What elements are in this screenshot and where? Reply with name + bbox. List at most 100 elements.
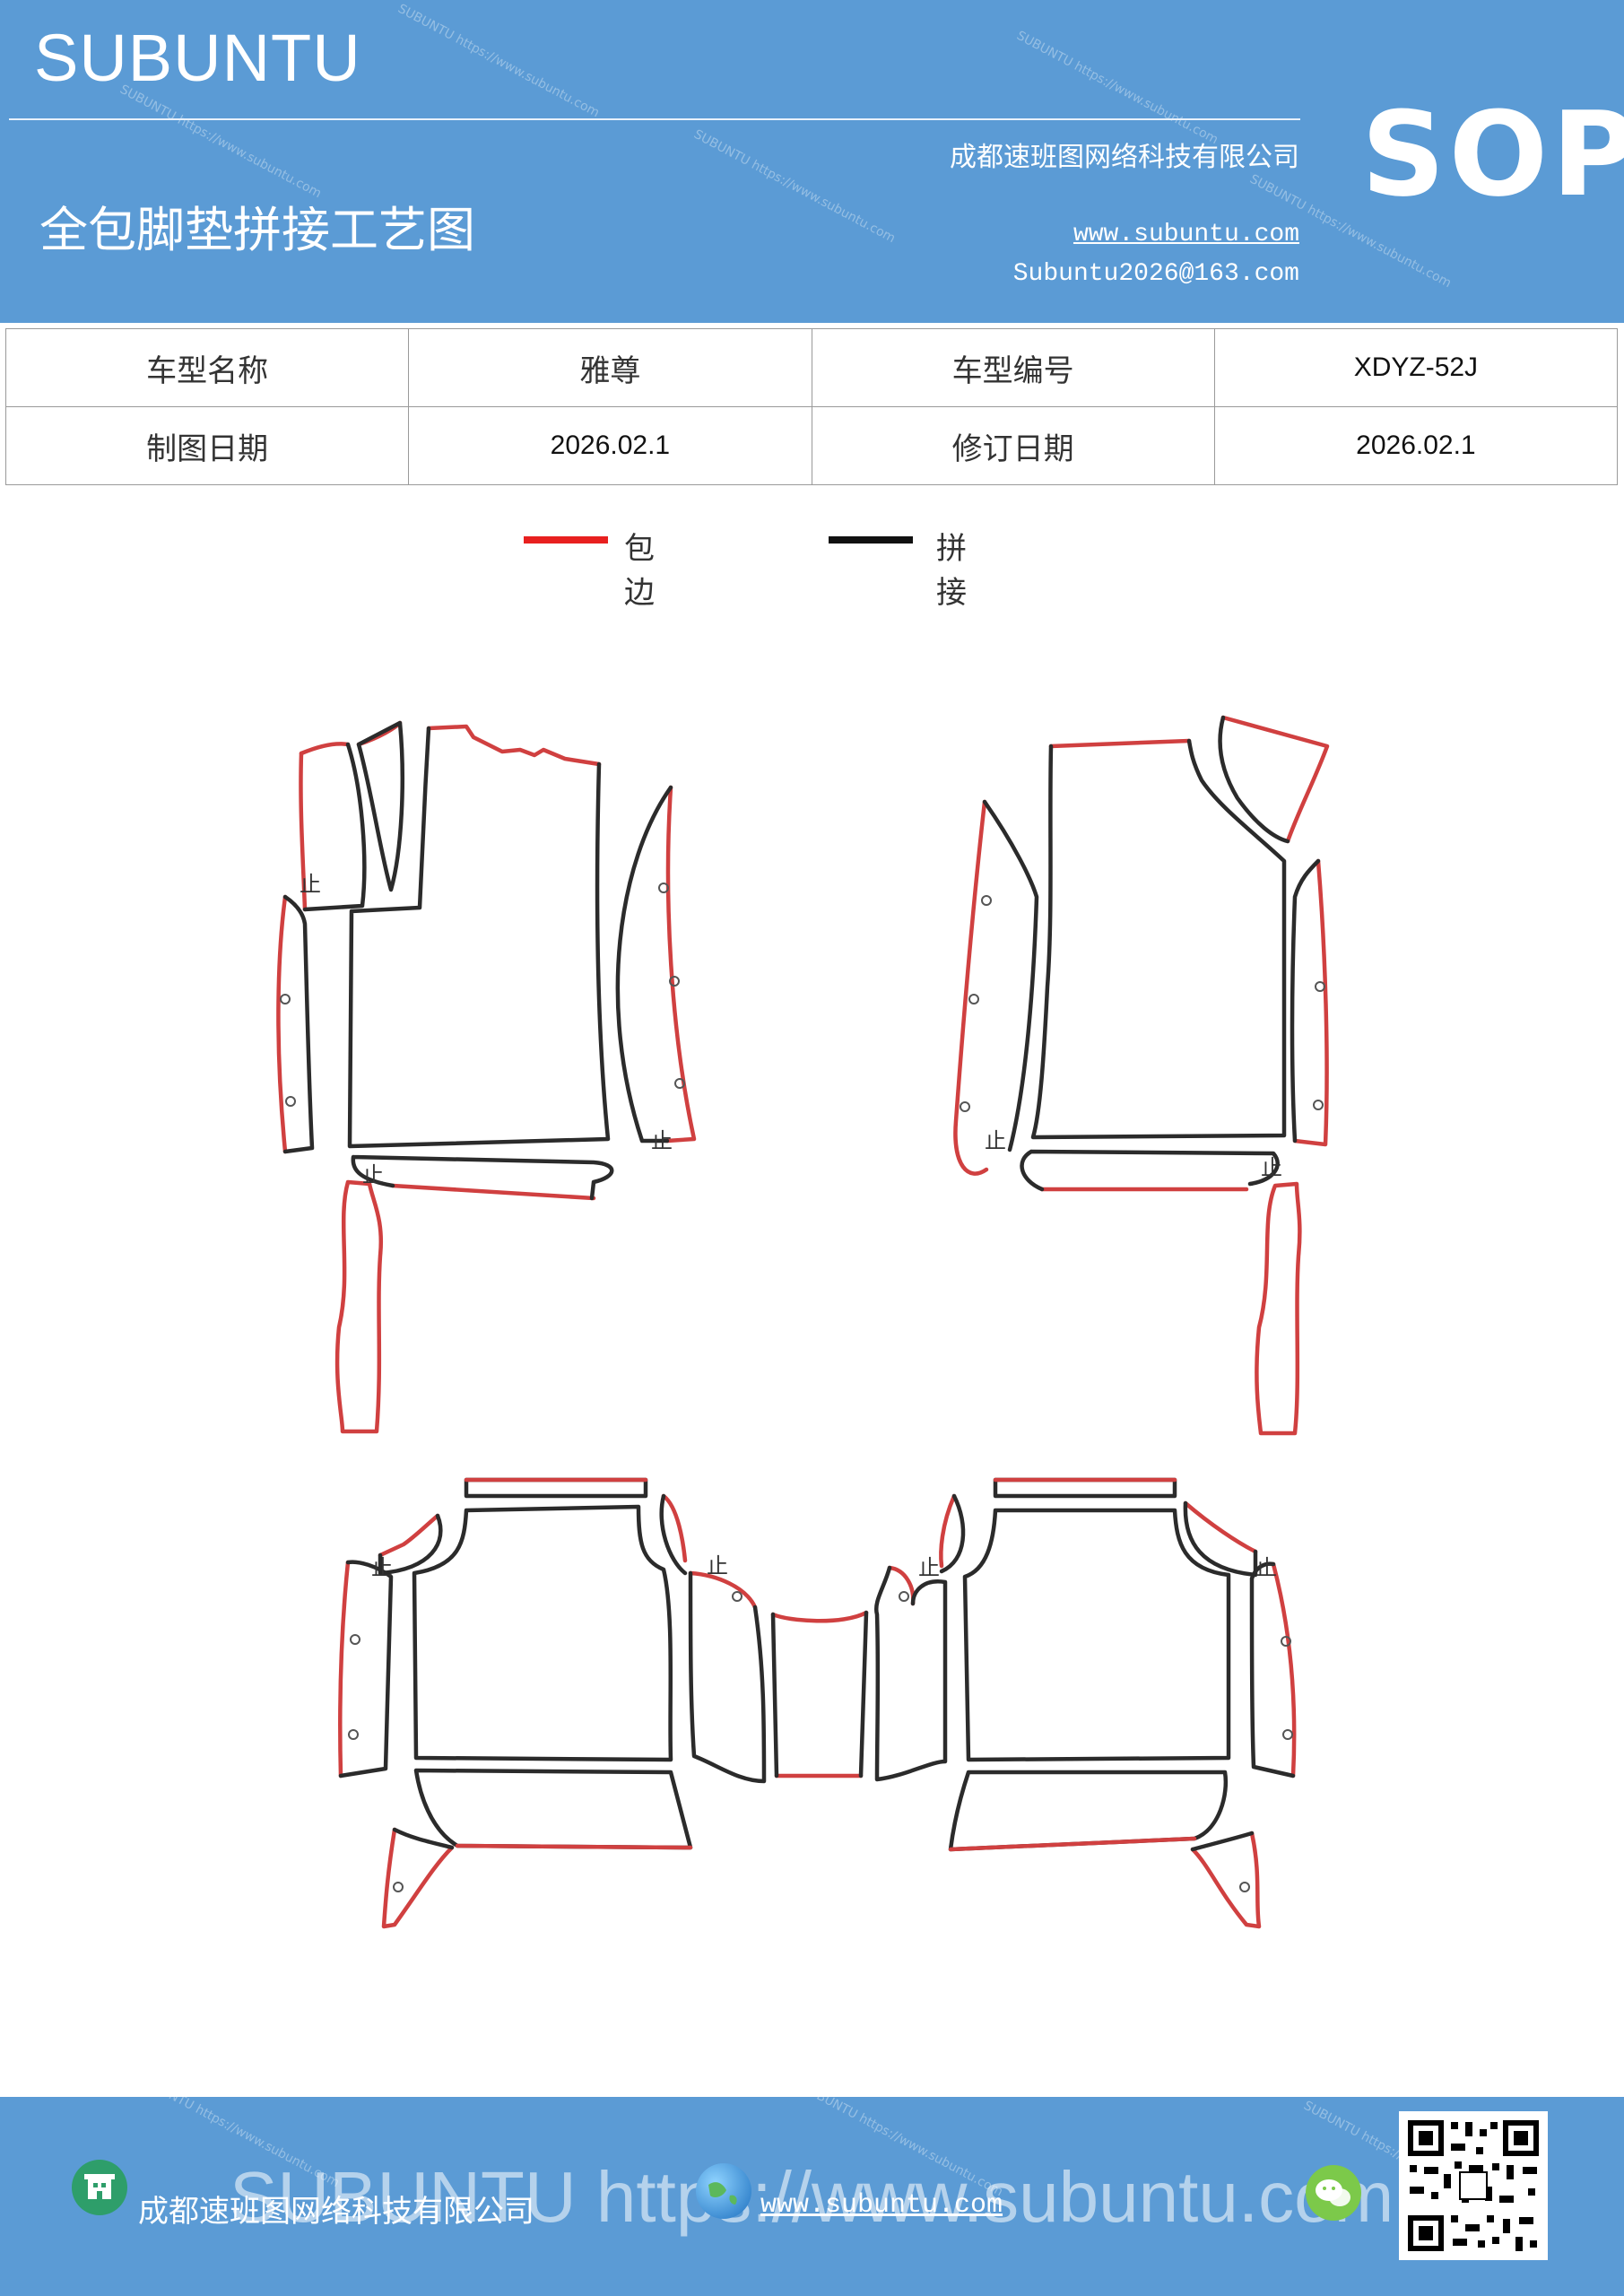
fastener-hole xyxy=(280,994,291,1004)
fastener-hole xyxy=(1315,981,1325,992)
fastener-hole xyxy=(732,1591,743,1602)
fastener-hole xyxy=(960,1101,970,1112)
mat-edge xyxy=(390,1183,596,1201)
mat-edge xyxy=(299,742,351,756)
vehicle-code-label: 车型编号 xyxy=(811,328,1215,407)
mat-seam xyxy=(356,720,404,892)
mat-edge xyxy=(426,724,602,767)
mat-seam xyxy=(413,1768,693,1850)
rear-center-mat-group xyxy=(688,1565,948,1784)
mat-edge xyxy=(887,1565,916,1606)
fastener-hole xyxy=(348,1729,359,1740)
mat-edge xyxy=(1292,858,1329,1147)
fastener-hole xyxy=(658,883,669,893)
mat-seam xyxy=(464,1477,648,1499)
fastener-hole xyxy=(899,1591,909,1602)
front-right-mat-group xyxy=(953,715,1330,1436)
fastener-hole xyxy=(968,994,979,1004)
mat-seam xyxy=(412,1504,673,1762)
mat-edge xyxy=(1255,1181,1302,1436)
mat-edge xyxy=(455,1843,693,1850)
email-address: Subuntu2026@163.com xyxy=(1012,260,1299,288)
vehicle-info-table: 车型名称 雅尊 车型编号 XDYZ-52J 制图日期 2026.02.1 修订日… xyxy=(4,328,1619,485)
mat-edge xyxy=(1220,715,1330,844)
stop-marker: 止 xyxy=(362,1162,384,1187)
fastener-hole xyxy=(1313,1100,1324,1110)
mat-seam xyxy=(688,1570,767,1784)
fastener-hole xyxy=(393,1882,404,1892)
mat-edge xyxy=(299,751,308,912)
mat-edge xyxy=(1190,1831,1262,1929)
rear-left-mat-group xyxy=(338,1477,693,1929)
stop-marker: 止 xyxy=(371,1555,393,1580)
mat-seam xyxy=(338,1560,394,1779)
mat-seam xyxy=(1218,715,1290,844)
footer-watermark: SUBUNTU https://www.subuntu.com xyxy=(230,2157,1394,2237)
fastener-hole xyxy=(669,976,680,987)
mat-seam xyxy=(993,1477,1177,1499)
mat-edge xyxy=(664,785,697,1144)
mat-seam xyxy=(1290,858,1321,1144)
fastener-hole xyxy=(674,1078,685,1089)
revision-date-label: 修订日期 xyxy=(811,406,1215,485)
mat-seam xyxy=(615,785,673,1144)
mat-edge xyxy=(770,1610,869,1623)
mat-edge xyxy=(334,1179,383,1434)
mat-seam xyxy=(1020,1149,1280,1192)
revision-date-value: 2026.02.1 xyxy=(1213,406,1619,485)
mat-seam xyxy=(982,799,1039,1152)
mat-seam xyxy=(1183,1500,1258,1578)
fastener-hole xyxy=(285,1096,296,1107)
mat-seam xyxy=(282,894,315,1154)
mat-edge xyxy=(1271,1561,1297,1779)
mat-edge xyxy=(378,1513,440,1558)
sop-badge: SOP xyxy=(1361,86,1624,222)
mat-edge xyxy=(939,1493,957,1569)
vehicle-code-value: XDYZ-52J xyxy=(1213,328,1619,407)
website-link[interactable]: www.subuntu.com xyxy=(1073,221,1299,248)
mat-seam xyxy=(1249,1561,1296,1779)
edging-swatch xyxy=(524,536,608,544)
mat-seam xyxy=(659,1493,688,1576)
front-left-mat-group xyxy=(276,720,697,1434)
mat-edge xyxy=(948,1836,1197,1852)
mat-seam xyxy=(770,1610,869,1779)
building-icon xyxy=(72,2160,127,2215)
vehicle-name-label: 车型名称 xyxy=(4,328,410,407)
stop-marker: 止 xyxy=(918,1555,940,1580)
mat-seam xyxy=(302,742,367,912)
company-name: 成都速班图网络科技有限公司 xyxy=(950,142,1299,173)
stop-marker: 止 xyxy=(1261,1155,1282,1180)
fastener-hole xyxy=(350,1634,360,1645)
stop-marker: 止 xyxy=(985,1128,1006,1153)
drawing-date-value: 2026.02.1 xyxy=(408,406,812,485)
table-row: 车型名称 雅尊 车型编号 XDYZ-52J xyxy=(4,328,1619,407)
mat-edge xyxy=(688,1570,758,1610)
mat-seam xyxy=(873,1565,948,1782)
footer-company-name: 成都速班图网络科技有限公司 xyxy=(138,2194,534,2230)
fastener-hole xyxy=(1239,1882,1250,1892)
mat-edge xyxy=(338,1560,351,1779)
brand-name: SUBUNTU xyxy=(34,21,361,95)
footer-website-link[interactable]: www.subuntu.com xyxy=(760,2190,1003,2221)
seam-label: 拼接 xyxy=(936,531,967,611)
table-row: 制图日期 2026.02.1 修订日期 2026.02.1 xyxy=(4,406,1619,485)
rear-right-mat-group xyxy=(939,1477,1297,1929)
stop-marker: 止 xyxy=(300,872,321,897)
fastener-hole xyxy=(981,895,992,906)
header-divider xyxy=(9,118,1300,120)
header-banner: SUBUNTU https://www.subuntu.com SUBUNTU … xyxy=(0,0,1624,323)
seam-swatch xyxy=(829,536,913,544)
mat-edge xyxy=(1048,738,1192,749)
mat-edge xyxy=(661,1493,688,1563)
stop-marker: 止 xyxy=(707,1553,728,1578)
fastener-hole xyxy=(1281,1636,1291,1647)
globe-icon xyxy=(696,2163,751,2219)
mat-seam xyxy=(1190,1831,1255,1852)
drawing-date-label: 制图日期 xyxy=(4,406,410,485)
mat-seam xyxy=(351,1154,614,1201)
stop-marker: 止 xyxy=(651,1128,673,1153)
mat-seam xyxy=(1030,738,1287,1140)
mat-edge xyxy=(276,894,288,1154)
